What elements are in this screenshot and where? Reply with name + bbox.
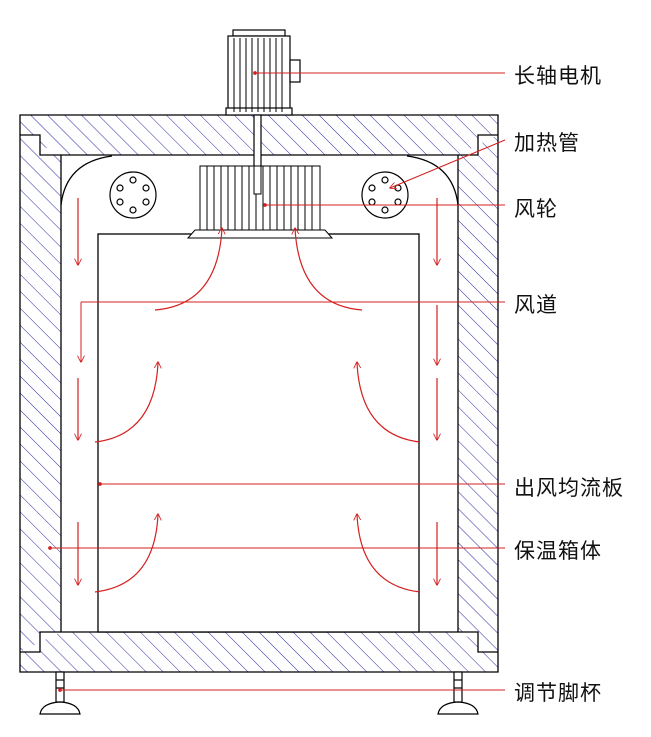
label-outlet-plate: 出风均流板 xyxy=(514,476,624,500)
label-foot-cup: 调节脚杯 xyxy=(514,681,602,705)
label-insulated-box: 保温箱体 xyxy=(514,539,602,563)
box-corner-notches xyxy=(20,134,498,653)
outlet-flow-plate xyxy=(97,233,420,633)
duct-guide-right xyxy=(406,155,459,206)
airflow-arrows xyxy=(78,198,437,593)
fan-wheel-icon xyxy=(186,165,334,239)
heating-tube-left-icon xyxy=(109,171,157,219)
motor-icon xyxy=(225,29,301,196)
label-motor: 长轴电机 xyxy=(514,64,602,88)
label-air-duct: 风道 xyxy=(514,293,558,317)
foot-cup-left-icon xyxy=(39,671,81,715)
leader-lines xyxy=(48,71,506,692)
label-fan-wheel: 风轮 xyxy=(514,197,558,221)
foot-cup-right-icon xyxy=(437,671,479,715)
heating-tube-right-icon xyxy=(361,171,409,219)
label-heating-tube: 加热管 xyxy=(514,131,580,155)
duct-guide-left xyxy=(60,155,113,206)
